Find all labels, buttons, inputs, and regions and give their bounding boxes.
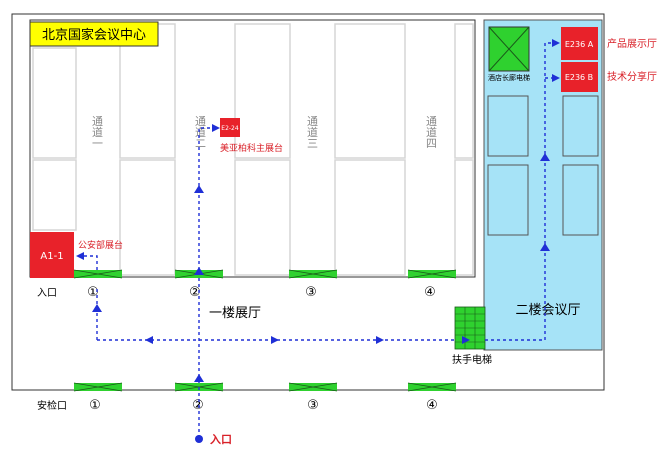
elevator-label: 酒店长廊电梯 [488,73,530,82]
security-label: 安检口 [37,399,67,412]
channel-2-label: 通道二 [194,115,207,148]
escalator-label: 扶手电梯 [452,353,492,366]
channel-1-label: 通道一 [91,115,104,148]
gate-2-upper: ② [189,285,201,300]
gate-3-upper: ③ [305,285,317,300]
route-arrows [76,39,560,382]
channel-4-label: 通道四 [425,115,438,148]
start-point[interactable] [195,435,203,443]
gate-3-lower: ③ [307,398,319,413]
hall1-label: 一楼展厅 [209,306,261,321]
entrance-label: 入口 [37,288,57,299]
gate-1-lower: ① [89,398,101,413]
booth-e236b[interactable] [561,62,598,92]
booth-e236b-code: E236 B [565,73,593,82]
booth-a1-code: A1-1 [40,251,63,262]
gate-4-lower: ④ [426,398,438,413]
map-title: 北京国家会议中心 [42,27,146,43]
booth-e2[interactable] [220,118,240,137]
booth-a1[interactable] [30,232,74,278]
channel-3-label: 通道三 [306,115,319,148]
elevator-icon [488,26,530,72]
route-paths [80,42,556,438]
escalator-icon[interactable] [454,306,486,350]
gate-1-upper: ① [87,285,99,300]
booth-a1-label: 公安部展台 [78,239,123,251]
booth-e2-code: E2-24 [221,125,239,132]
bottom-entrance-label: 入口 [210,433,232,446]
hall2-label: 二楼会议厅 [515,303,580,318]
gate-4-upper: ④ [424,285,436,300]
booth-e236a[interactable] [561,27,598,60]
gate-2-lower: ② [192,398,204,413]
booth-e236a-code: E236 A [565,40,594,49]
booth-e236a-label: 产品展示厅 [607,37,657,50]
booth-e236b-label: 技术分享厅 [607,70,657,83]
booth-e2-label: 美亚柏科主展台 [220,142,283,154]
title-box [29,21,159,47]
hall2-rooms [487,95,599,236]
booth-blocks [32,23,474,276]
